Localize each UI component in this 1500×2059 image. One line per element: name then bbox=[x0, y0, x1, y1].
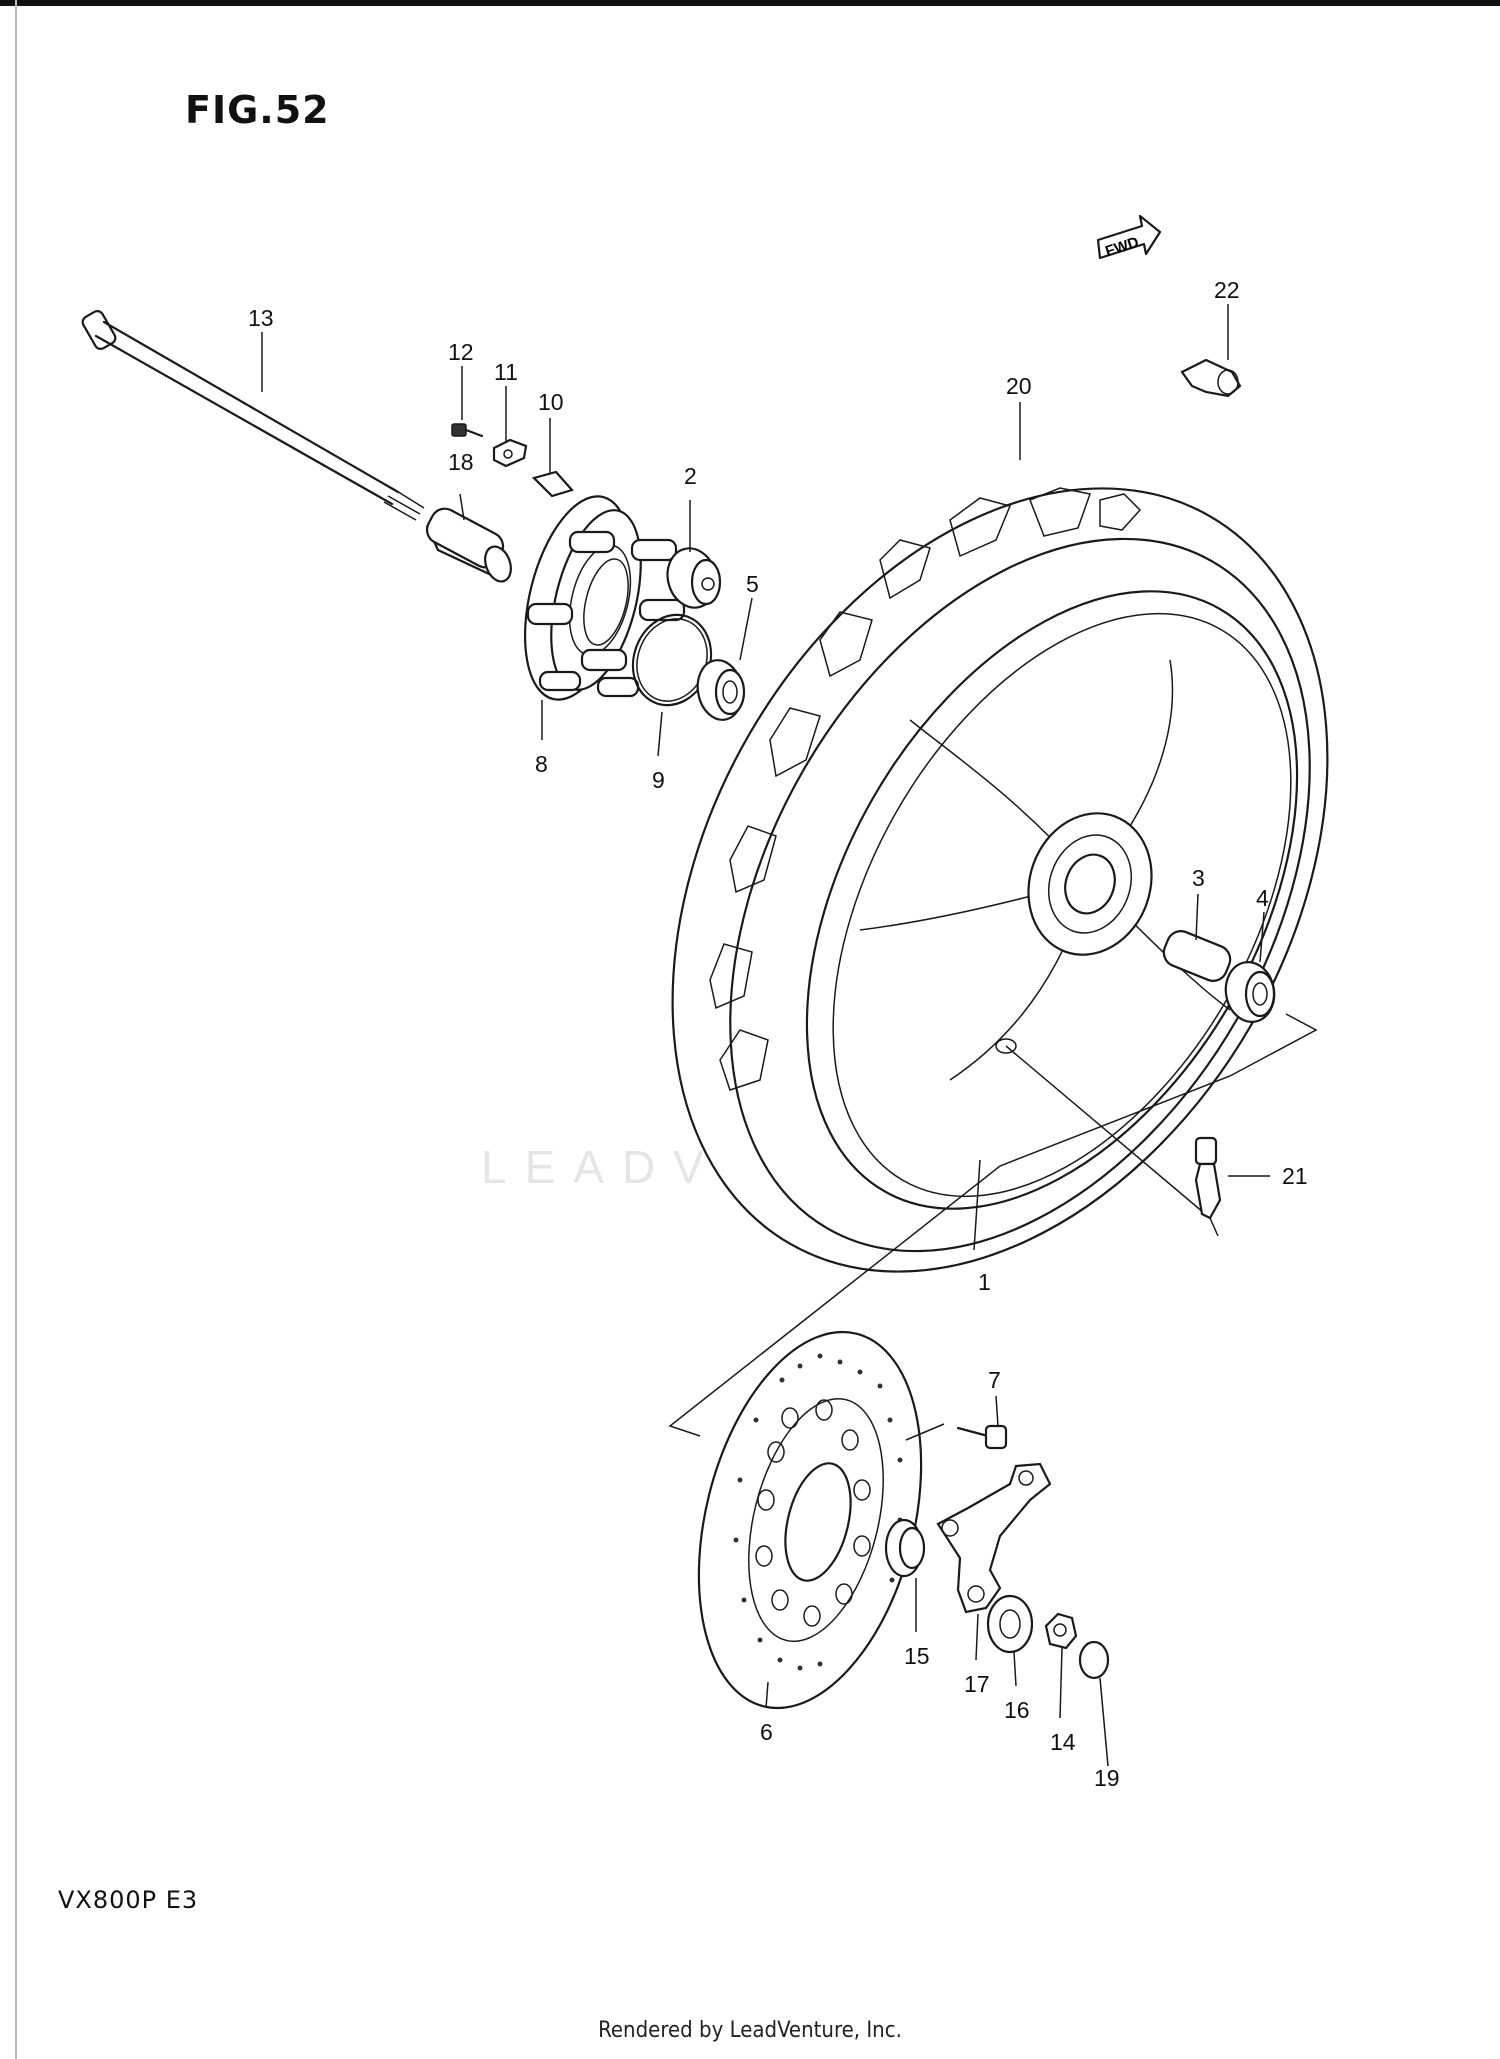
leader-lines bbox=[261, 304, 1270, 1767]
callout-16: 16 bbox=[1004, 1697, 1030, 1723]
callout-3: 3 bbox=[1192, 865, 1205, 891]
part-clamp-plate bbox=[492, 438, 528, 468]
callout-8: 8 bbox=[535, 751, 548, 777]
callout-22: 22 bbox=[1214, 277, 1240, 303]
callout-20: 20 bbox=[1006, 373, 1032, 399]
part-tire-valve bbox=[1194, 1136, 1222, 1220]
footer-credit: Rendered by LeadVenture, Inc. bbox=[598, 2018, 902, 2043]
callout-14: 14 bbox=[1050, 1729, 1076, 1755]
callout-5: 5 bbox=[746, 571, 759, 597]
part-bearing-right bbox=[1224, 961, 1276, 1023]
part-cable-clip bbox=[1180, 358, 1242, 398]
part-spacer-right bbox=[1162, 930, 1232, 982]
callout-18: 18 bbox=[448, 449, 474, 475]
part-cap bbox=[1078, 1640, 1110, 1680]
part-screw bbox=[451, 423, 484, 438]
model-code: VX800P E3 bbox=[58, 1886, 199, 1914]
callout-10: 10 bbox=[538, 389, 564, 415]
part-torque-bracket bbox=[936, 1462, 1052, 1614]
callout-17: 17 bbox=[964, 1671, 990, 1697]
callout-1: 1 bbox=[978, 1269, 991, 1295]
left-border bbox=[15, 0, 17, 2059]
callout-7: 7 bbox=[988, 1367, 1001, 1393]
part-brake-disc bbox=[697, 1330, 923, 1710]
part-nut bbox=[1044, 1612, 1078, 1650]
forward-arrow-icon: FWD bbox=[1096, 214, 1162, 260]
part-hub-drive bbox=[523, 495, 686, 701]
callout-19: 19 bbox=[1094, 1765, 1120, 1791]
callout-21: 21 bbox=[1282, 1163, 1308, 1189]
part-bolt bbox=[905, 1423, 1008, 1450]
callout-12: 12 bbox=[448, 339, 474, 365]
callout-13: 13 bbox=[248, 305, 274, 331]
part-wheel-tire bbox=[671, 487, 1329, 1273]
callout-11: 11 bbox=[494, 359, 518, 385]
part-collar bbox=[884, 1518, 926, 1578]
part-spacer-small bbox=[986, 1594, 1034, 1654]
part-bearing-left bbox=[696, 659, 746, 721]
callout-9: 9 bbox=[652, 767, 665, 793]
part-bearing bbox=[666, 547, 722, 609]
part-retainer-clip bbox=[531, 470, 574, 498]
top-border bbox=[0, 0, 1500, 6]
part-axle bbox=[81, 310, 425, 521]
callout-4: 4 bbox=[1256, 885, 1269, 911]
callout-2: 2 bbox=[684, 463, 697, 489]
callout-15: 15 bbox=[904, 1643, 930, 1669]
figure-title: FIG.52 bbox=[185, 88, 330, 132]
part-collar-spacer bbox=[425, 507, 512, 583]
callout-6: 6 bbox=[760, 1719, 773, 1745]
